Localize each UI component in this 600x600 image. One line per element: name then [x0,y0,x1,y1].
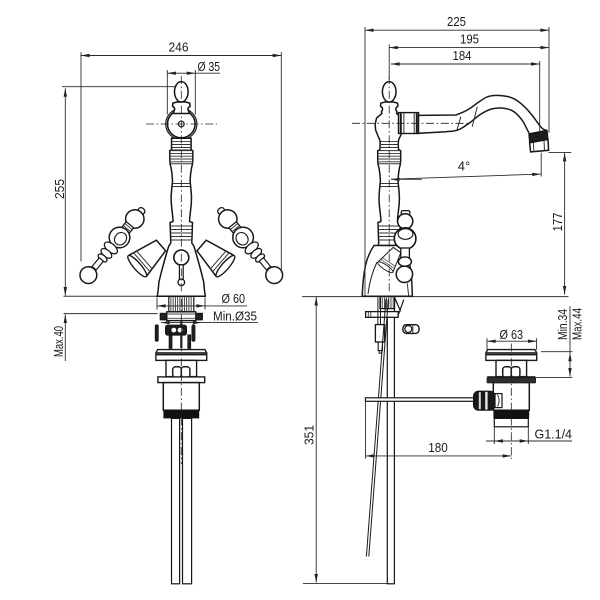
svg-text:225: 225 [447,14,466,29]
svg-text:246: 246 [169,40,189,55]
svg-text:184: 184 [453,48,472,63]
svg-text:Max.40: Max.40 [51,326,66,357]
svg-text:Min.Ø35: Min.Ø35 [213,309,257,324]
svg-text:Ø 60: Ø 60 [222,291,246,306]
svg-text:180: 180 [428,440,448,455]
svg-text:255: 255 [52,179,67,199]
svg-text:Min.34: Min.34 [555,309,570,340]
svg-text:Ø 35: Ø 35 [198,59,221,74]
svg-text:Ø 63: Ø 63 [500,327,524,342]
svg-text:177: 177 [550,213,565,232]
svg-text:351: 351 [302,425,317,445]
svg-text:4°: 4° [458,159,470,174]
svg-text:195: 195 [460,32,479,47]
svg-text:G1.1/4: G1.1/4 [535,426,573,441]
svg-text:Max.44: Max.44 [569,308,584,340]
